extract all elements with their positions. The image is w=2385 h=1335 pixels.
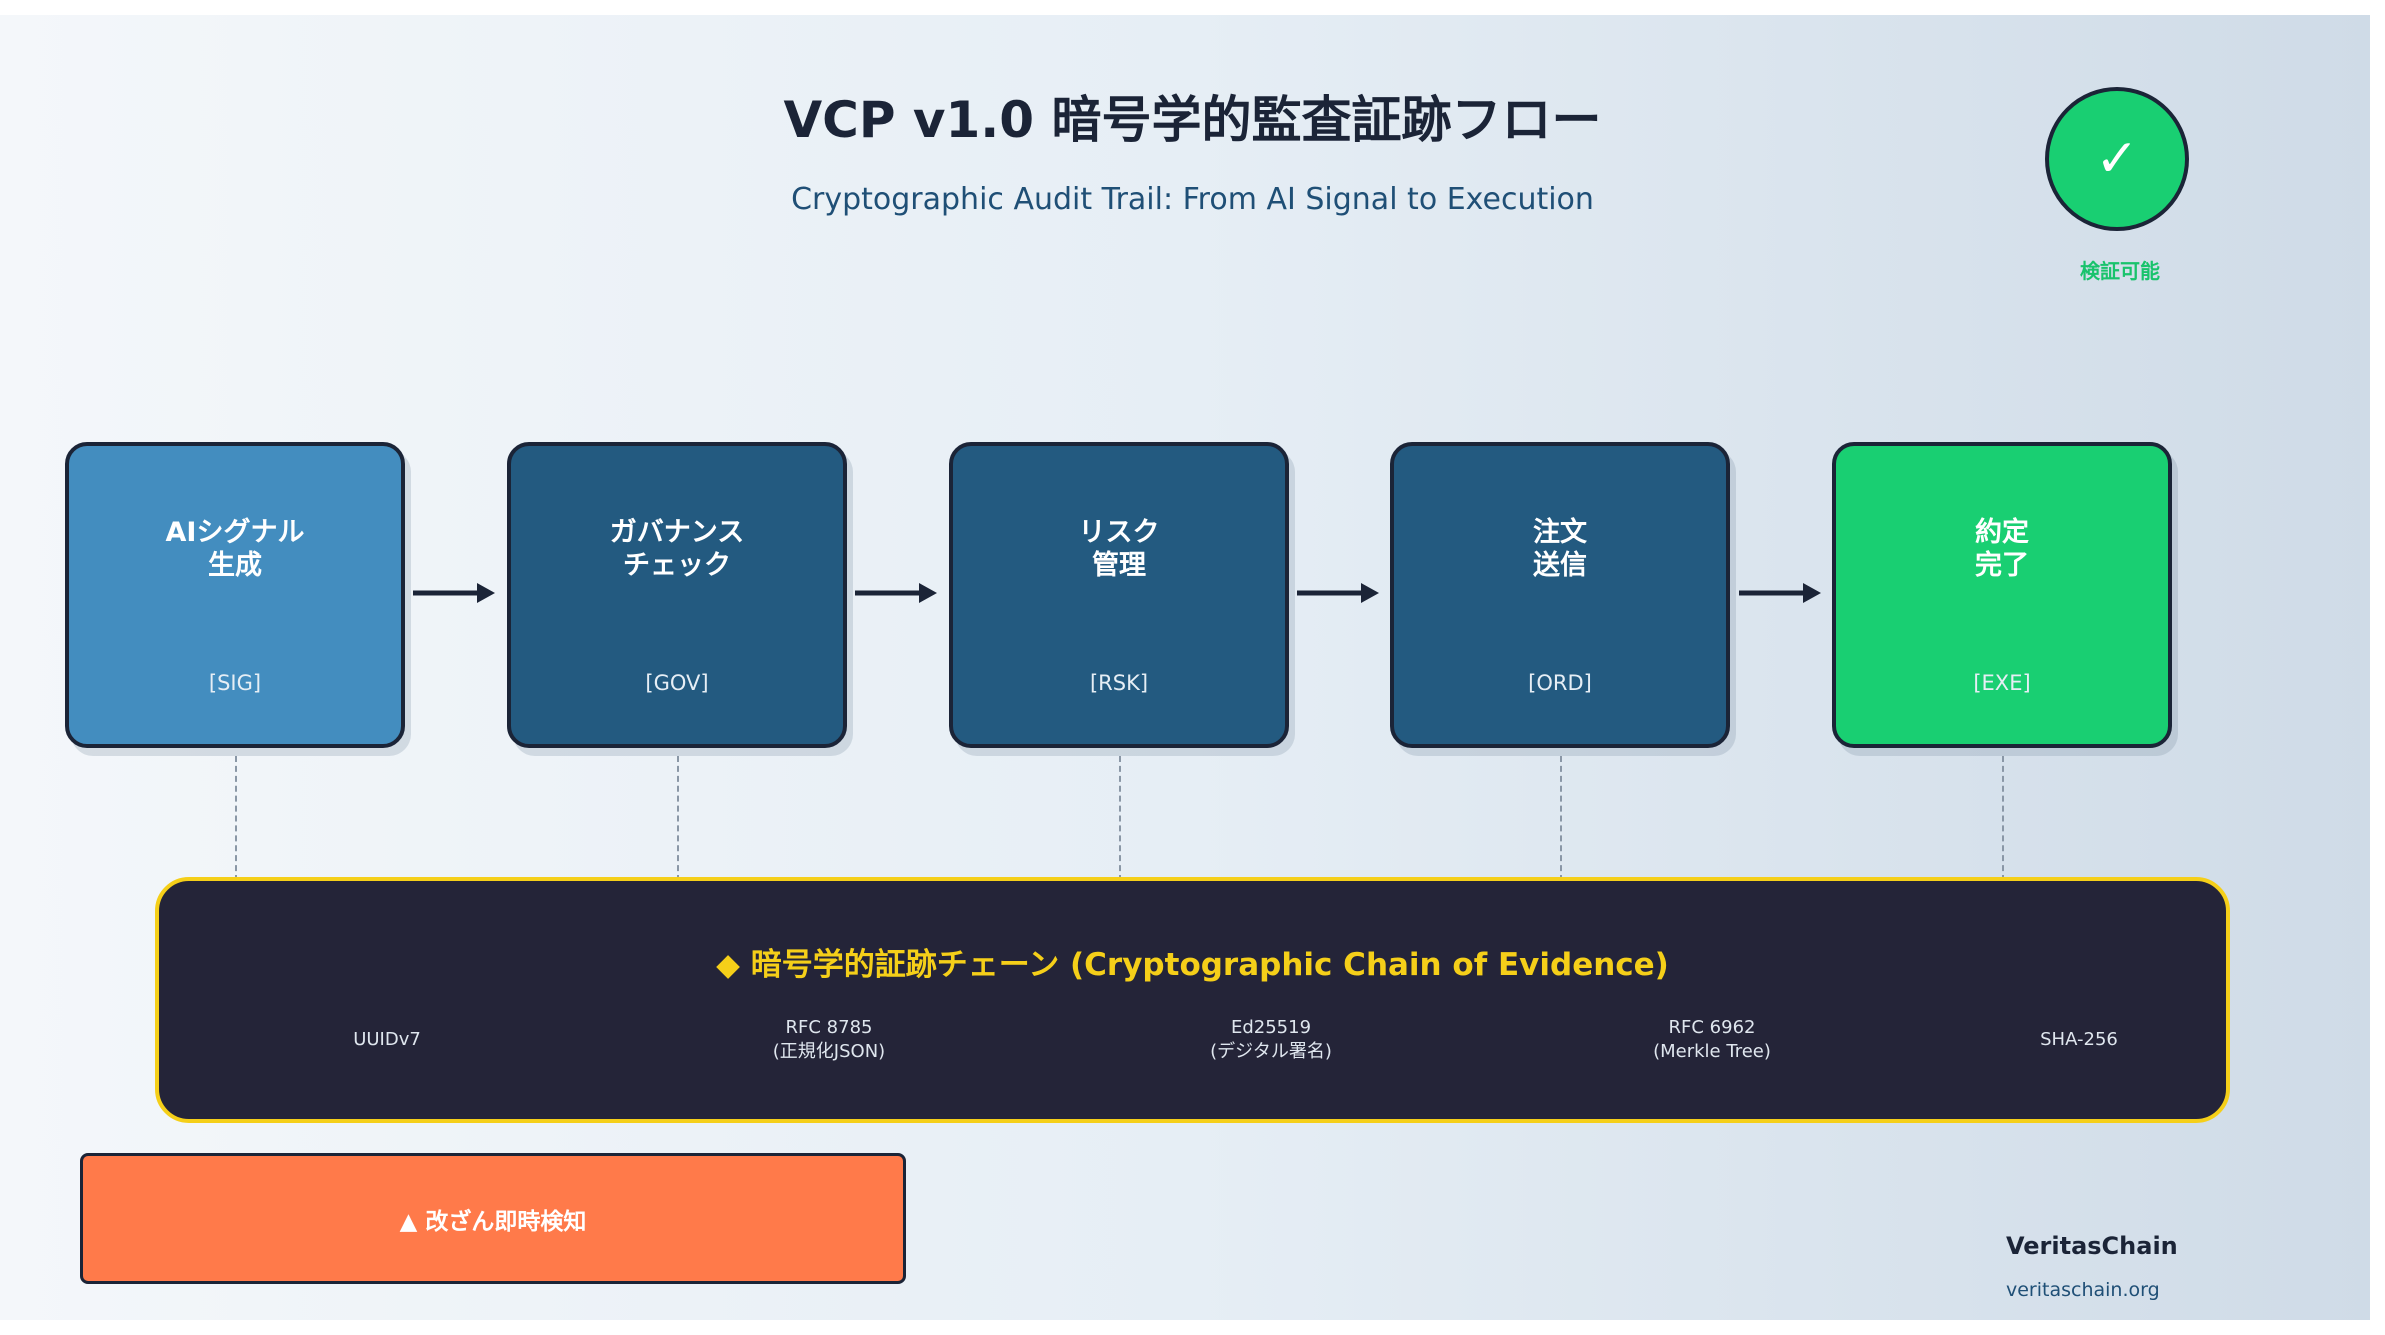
arrow-right-icon <box>413 583 495 603</box>
connector-line <box>2002 756 2004 881</box>
arrow-right-icon <box>1297 583 1379 603</box>
step-code: [ORD] <box>1528 671 1592 695</box>
chain-item-rfc6962: RFC 6962 (Merkle Tree) <box>1653 1017 1771 1062</box>
step-label: 注文 送信 <box>1533 517 1587 581</box>
page-subtitle: Cryptographic Audit Trail: From AI Signa… <box>791 182 1594 217</box>
step-gov: ガバナンス チェック [GOV] <box>507 442 847 748</box>
step-code: [RSK] <box>1089 671 1149 695</box>
step-rsk: リスク 管理 [RSK] <box>949 442 1289 748</box>
chain-item-uuid: UUIDv7 <box>353 1029 421 1050</box>
verified-label: 検証可能 <box>2080 259 2160 283</box>
step-label: ガバナンス チェック <box>609 517 745 581</box>
step-code: [EXE] <box>1973 671 2031 695</box>
connector-line <box>1560 756 1562 881</box>
page-title: VCP v1.0 暗号学的監査証跡フロー <box>783 91 1602 149</box>
step-label: リスク 管理 <box>1078 517 1160 581</box>
step-code: [GOV] <box>645 671 709 695</box>
connector-line <box>235 756 237 881</box>
connector-line <box>677 756 679 881</box>
chain-title: ◆ 暗号学的証跡チェーン (Cryptographic Chain of Evi… <box>716 947 1669 983</box>
arrow-right-icon <box>1739 583 1821 603</box>
chain-item-ed25519: Ed25519 (デジタル署名) <box>1210 1017 1332 1062</box>
connector-line <box>1119 756 1121 881</box>
brand-name: VeritasChain <box>2006 1232 2178 1260</box>
tamper-alert: ▲ 改ざん即時検知 <box>80 1153 906 1284</box>
verified-badge: ✓ <box>2045 87 2189 231</box>
step-label: AIシグナル 生成 <box>165 517 305 581</box>
arrow-right-icon <box>855 583 937 603</box>
step-sig: AIシグナル 生成 [SIG] <box>65 442 405 748</box>
chain-item-rfc8785: RFC 8785 (正規化JSON) <box>772 1017 886 1062</box>
chain-item-sha256: SHA-256 <box>2040 1029 2118 1050</box>
step-ord: 注文 送信 [ORD] <box>1390 442 1730 748</box>
brand-url[interactable]: veritaschain.org <box>2006 1279 2160 1301</box>
step-code: [SIG] <box>208 671 262 695</box>
step-exe: 約定 完了 [EXE] <box>1832 442 2172 748</box>
step-label: 約定 完了 <box>1975 517 2029 581</box>
evidence-chain-panel: ◆ 暗号学的証跡チェーン (Cryptographic Chain of Evi… <box>155 877 2230 1123</box>
check-icon: ✓ <box>2095 129 2139 189</box>
